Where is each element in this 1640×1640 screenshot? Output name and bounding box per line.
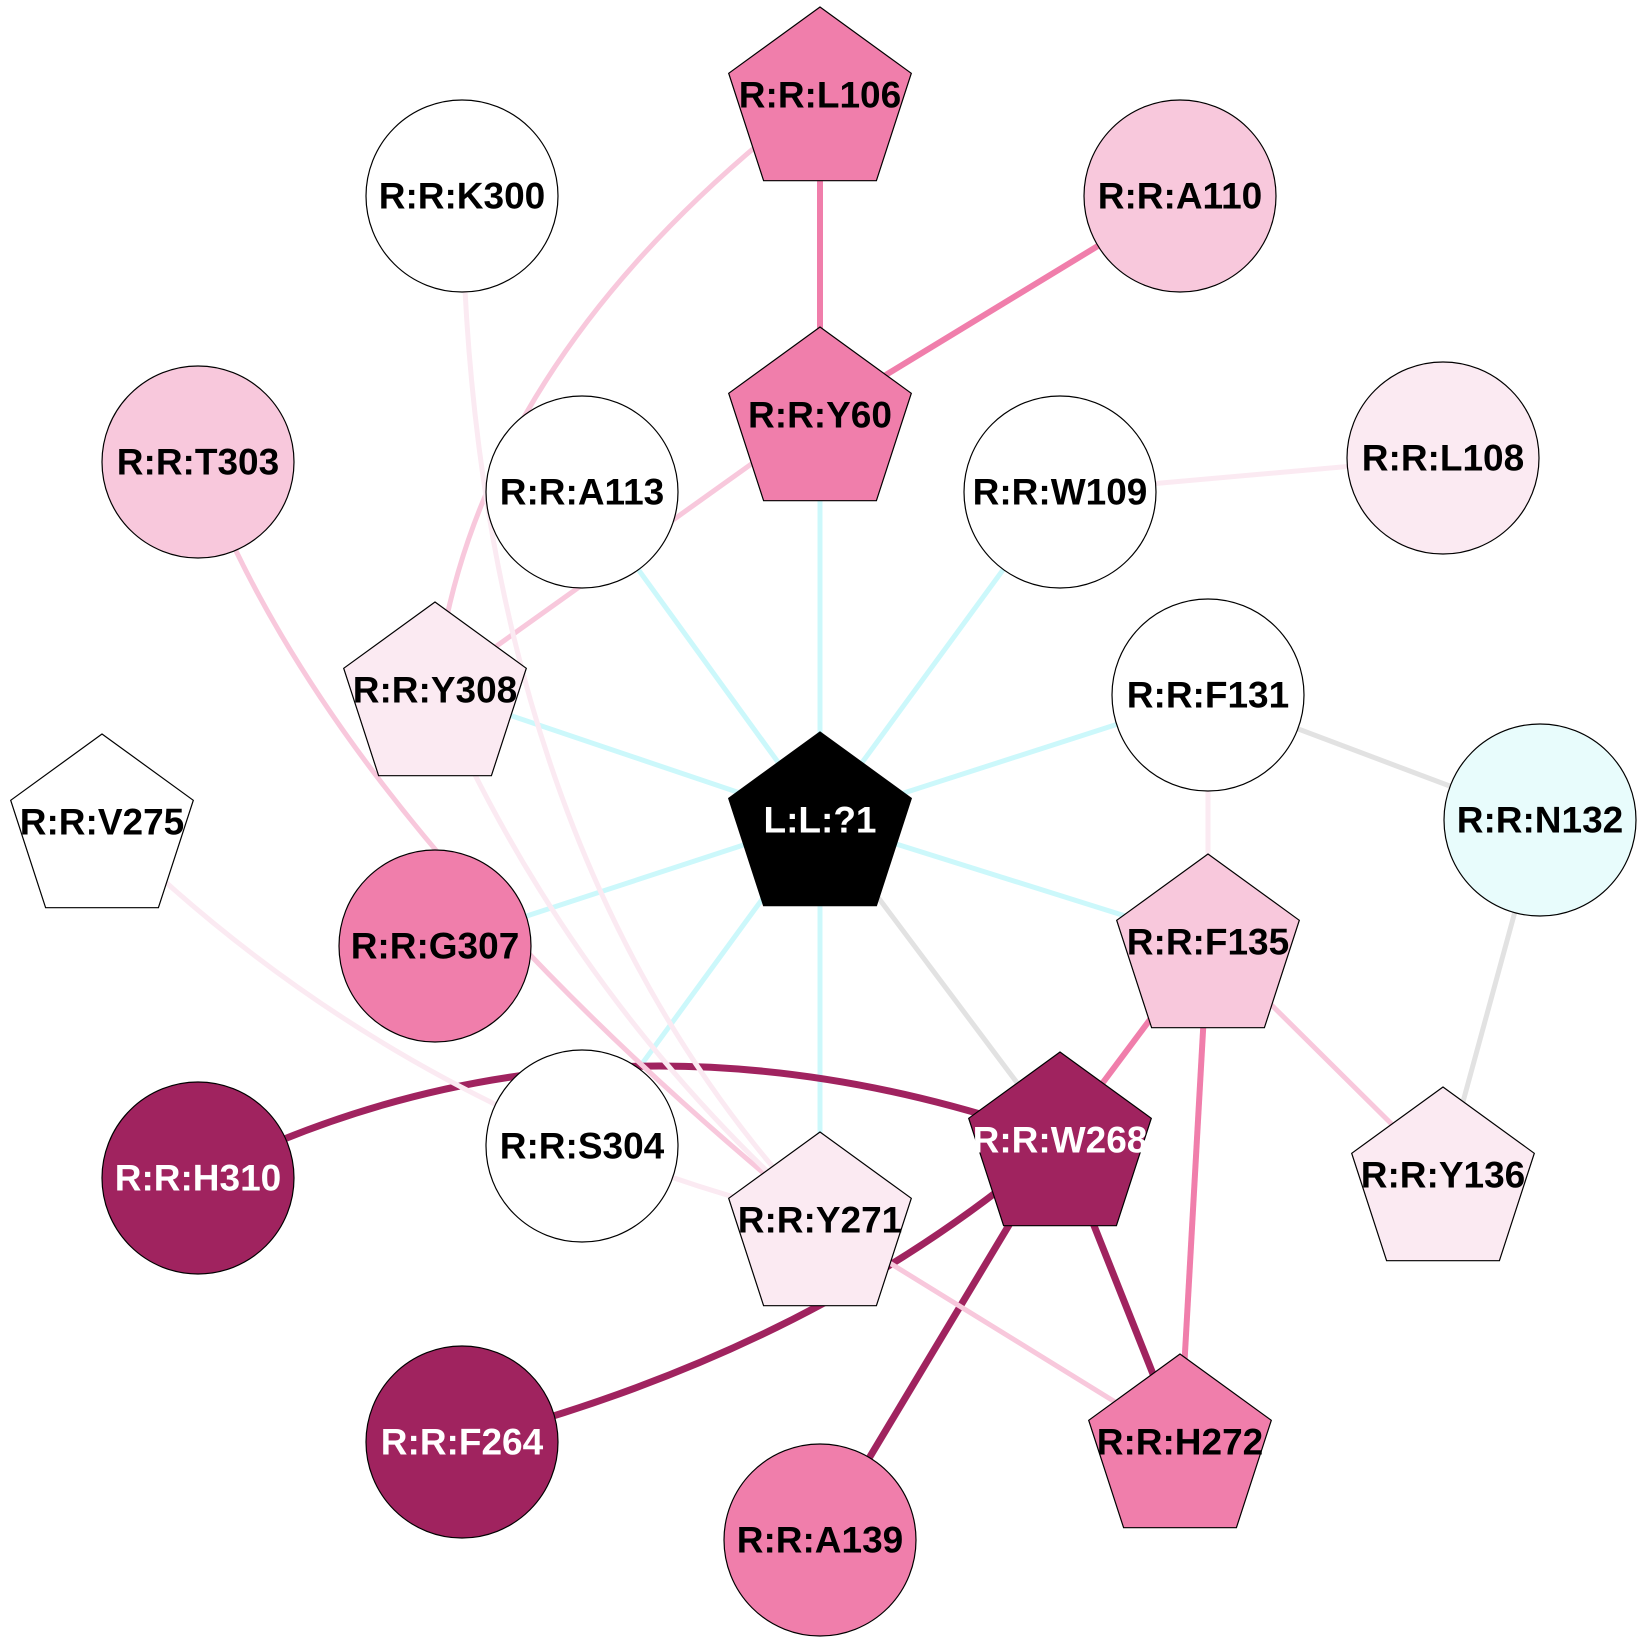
node-circle-shape [1083, 99, 1277, 293]
node-label: R:R:A139 [737, 1520, 904, 1561]
node-label: L:L:?1 [763, 800, 876, 841]
node-circle-shape [1346, 361, 1540, 555]
node-f264[interactable]: R:R:F264 [365, 1345, 559, 1539]
node-pentagon-shape [727, 1131, 913, 1307]
node-label: R:R:K300 [379, 176, 546, 217]
node-label: R:R:F131 [1127, 675, 1289, 716]
node-l108[interactable]: R:R:L108 [1346, 361, 1540, 555]
node-y308[interactable]: R:R:Y308 [342, 601, 528, 777]
node-label: R:R:L106 [739, 75, 901, 116]
node-pentagon-shape [727, 326, 913, 502]
edge-t303-y271 [195, 461, 822, 1222]
node-pentagon-shape [9, 733, 195, 909]
edge-k300-y271 [459, 195, 822, 1222]
node-label: R:R:H310 [115, 1158, 282, 1199]
node-label: R:R:V275 [20, 802, 185, 843]
node-circle-shape [101, 365, 295, 559]
node-h310[interactable]: R:R:H310 [101, 1081, 295, 1275]
node-label: R:R:T303 [117, 442, 279, 483]
node-label: R:R:W268 [973, 1120, 1148, 1161]
node-a139[interactable]: R:R:A139 [723, 1443, 917, 1637]
edge-v275-y271 [100, 820, 821, 1223]
node-label: R:R:W109 [973, 472, 1148, 513]
node-f135[interactable]: R:R:F135 [1115, 853, 1301, 1029]
node-pentagon-shape [727, 731, 913, 907]
node-l106[interactable]: R:R:L106 [727, 6, 913, 182]
node-l1[interactable]: L:L:?1 [727, 731, 913, 907]
node-circle-shape [365, 99, 559, 293]
node-a113[interactable]: R:R:A113 [485, 395, 679, 589]
node-a110[interactable]: R:R:A110 [1083, 99, 1277, 293]
node-v275[interactable]: R:R:V275 [9, 733, 195, 909]
node-label: R:R:L108 [1362, 438, 1524, 479]
node-label: R:R:H272 [1097, 1422, 1264, 1463]
edge-w268-f264 [461, 1137, 1063, 1446]
node-label: R:R:A113 [500, 472, 665, 513]
node-label: R:R:Y271 [738, 1200, 903, 1241]
node-label: R:R:A110 [1098, 176, 1263, 217]
node-label: R:R:S304 [500, 1126, 665, 1167]
node-circle-shape [101, 1081, 295, 1275]
node-label: R:R:F135 [1127, 922, 1289, 963]
node-n132[interactable]: R:R:N132 [1443, 723, 1637, 917]
node-pentagon-shape [1087, 1353, 1273, 1529]
node-y271[interactable]: R:R:Y271 [727, 1131, 913, 1307]
node-circle-shape [723, 1443, 917, 1637]
node-g307[interactable]: R:R:G307 [338, 849, 532, 1043]
node-label: R:R:Y60 [748, 395, 892, 436]
node-w268[interactable]: R:R:W268 [967, 1051, 1153, 1227]
node-pentagon-shape [1115, 853, 1301, 1029]
node-circle-shape [1443, 723, 1637, 917]
edge-l106-y308 [432, 93, 822, 691]
node-h272[interactable]: R:R:H272 [1087, 1353, 1273, 1529]
node-label: R:R:G307 [351, 926, 520, 967]
node-label: R:R:Y136 [1361, 1155, 1526, 1196]
node-s304[interactable]: R:R:S304 [485, 1049, 679, 1243]
node-pentagon-shape [342, 601, 528, 777]
node-circle-shape [485, 395, 679, 589]
node-label: R:R:Y308 [353, 670, 518, 711]
node-label: R:R:F264 [381, 1422, 544, 1463]
node-f131[interactable]: R:R:F131 [1111, 598, 1305, 792]
node-t303[interactable]: R:R:T303 [101, 365, 295, 559]
node-w109[interactable]: R:R:W109 [963, 395, 1157, 589]
node-circle-shape [1111, 598, 1305, 792]
node-k300[interactable]: R:R:K300 [365, 99, 559, 293]
node-y136[interactable]: R:R:Y136 [1350, 1086, 1536, 1262]
node-pentagon-shape [1350, 1086, 1536, 1262]
node-circle-shape [338, 849, 532, 1043]
node-pentagon-shape [727, 6, 913, 182]
node-circle-shape [963, 395, 1157, 589]
node-circle-shape [365, 1345, 559, 1539]
node-pentagon-shape [967, 1051, 1153, 1227]
node-y60[interactable]: R:R:Y60 [727, 326, 913, 502]
node-circle-shape [485, 1049, 679, 1243]
node-label: R:R:N132 [1457, 800, 1624, 841]
